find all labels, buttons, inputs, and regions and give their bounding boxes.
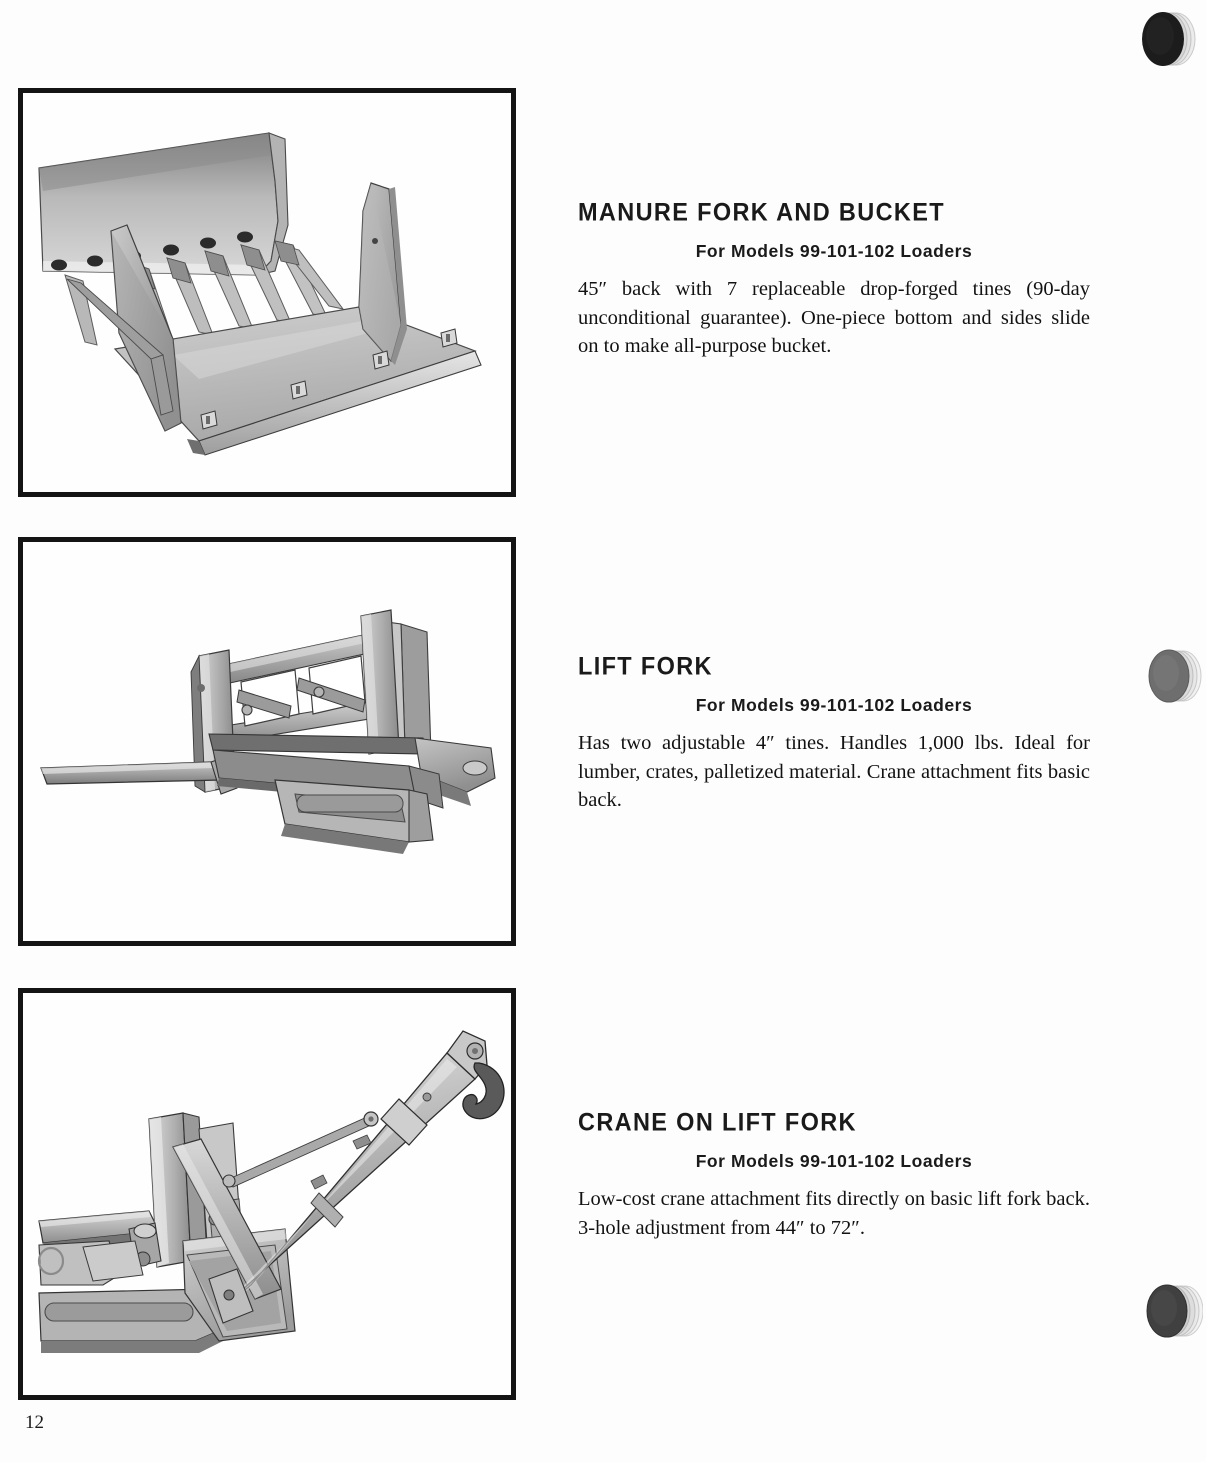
section-body-manure-fork-and-bucket: 45″ back with 7 replaceable drop-forged … (578, 278, 1090, 358)
binding-ring-bottom (1141, 1280, 1204, 1342)
manure-fork-and-bucket-photo-frame (18, 88, 516, 497)
lift-fork-photo-frame (18, 537, 516, 946)
section-body-crane-on-lift-fork: Low-cost crane attachment fits directly … (578, 1188, 1090, 1239)
section-subheading-lift-fork: For Models 99-101-102 Loaders (695, 695, 973, 715)
section-heading-manure-fork-and-bucket: MANURE FORK AND BUCKET (578, 198, 945, 226)
section-subheading-manure-fork-and-bucket: For Models 99-101-102 Loaders (695, 241, 973, 261)
binding-ring-middle (1141, 645, 1203, 707)
section-subheading-crane-on-lift-fork: For Models 99-101-102 Loaders (695, 1151, 973, 1171)
page-number: 12 (25, 1412, 44, 1433)
binding-ring-icon (1142, 12, 1196, 66)
section-body-lift-fork: Has two adjustable 4″ tines. Handles 1,0… (578, 732, 1090, 812)
binding-ring-icon (1146, 1284, 1204, 1338)
lift-fork-text-block: LIFT FORK For Models 99-101-102 Loaders … (578, 652, 1090, 815)
crane-on-lift-fork-text-block: CRANE ON LIFT FORK For Models 99-101-102… (578, 1108, 1090, 1242)
section-heading-crane-on-lift-fork: CRANE ON LIFT FORK (578, 1108, 857, 1136)
manure-fork-and-bucket-photo (23, 93, 511, 492)
binding-ring-top (1136, 8, 1198, 70)
lift-fork-photo (23, 542, 511, 941)
manure-fork-and-bucket-text-block: MANURE FORK AND BUCKET For Models 99-101… (578, 198, 1090, 361)
crane-on-lift-fork-photo-frame (18, 988, 516, 1400)
section-heading-lift-fork: LIFT FORK (578, 652, 713, 680)
binding-ring-icon (1148, 649, 1202, 703)
crane-on-lift-fork-photo (23, 993, 511, 1395)
